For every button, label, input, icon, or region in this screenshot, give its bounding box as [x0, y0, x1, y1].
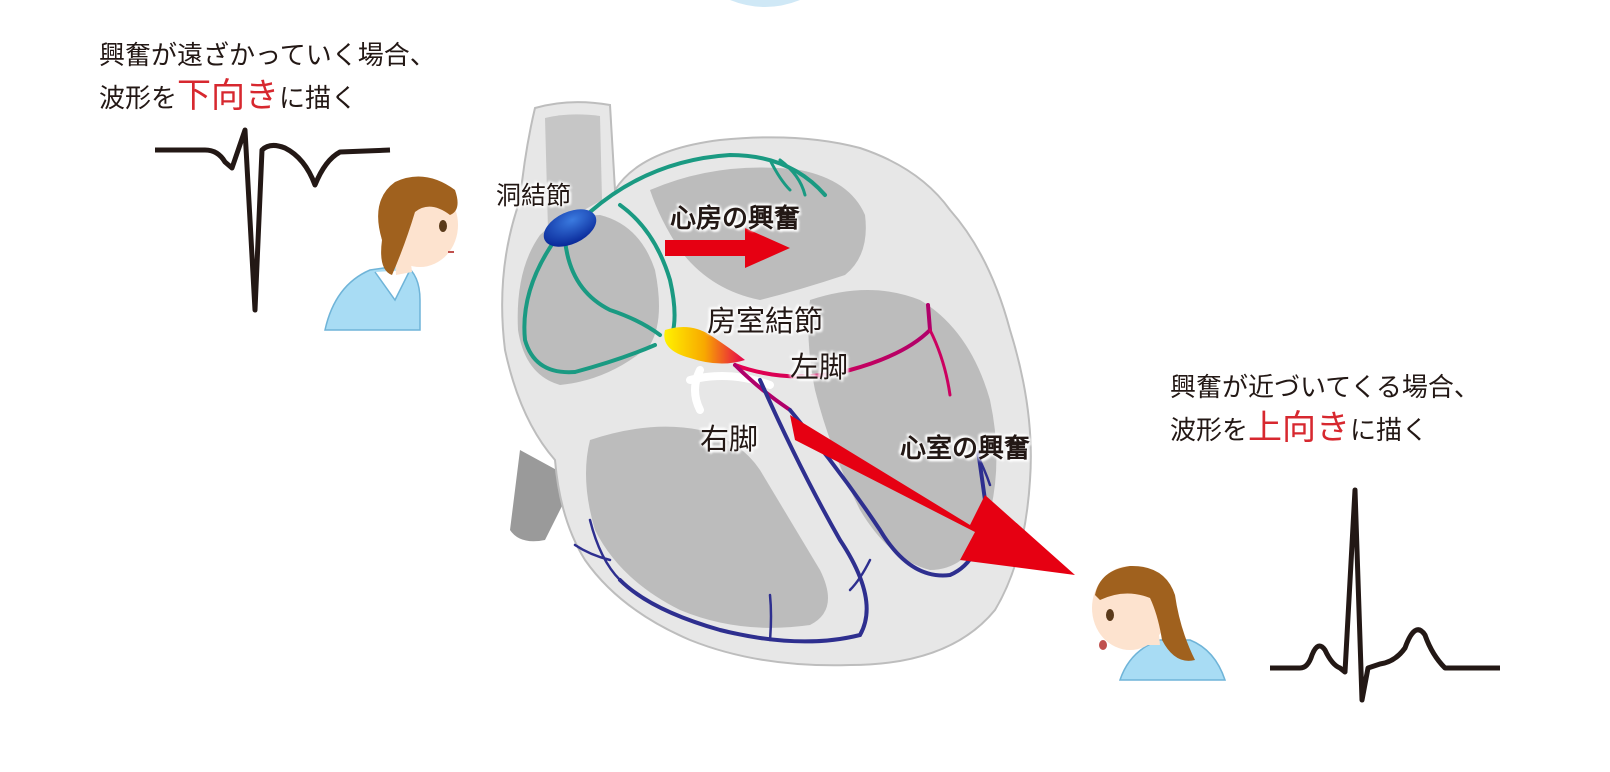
- caption-away: 興奮が遠ざかっていく場合、 波形を下向きに描く: [99, 36, 436, 119]
- caption-toward-post: に描く: [1350, 416, 1429, 446]
- label-ventricular-excitation: 心室の興奮: [900, 434, 1031, 464]
- caption-toward-line1: 興奮が近づいてくる場合、: [1170, 373, 1480, 403]
- ecg-downward-waveform: [155, 127, 391, 313]
- left-bundle-branch: [928, 328, 952, 397]
- ecg-downward-qrs: [243, 129, 257, 311]
- top-decoration: [730, 0, 800, 7]
- caption-away-line2: 波形を下向きに描く: [99, 76, 436, 119]
- person-right: [1092, 565, 1227, 681]
- person-left-eye: [439, 220, 447, 232]
- label-atrial-excitation: 心房の興奮: [670, 204, 801, 234]
- sinus-node: [543, 209, 597, 247]
- person-right-hair: [1095, 565, 1195, 661]
- atrial-branch-2: [768, 158, 792, 192]
- atrial-excitation-arrow: [665, 228, 790, 268]
- label-right-bundle: 右脚: [700, 422, 759, 456]
- label-sinus-node: 洞結節: [496, 181, 572, 210]
- left-bundle-path: [733, 303, 933, 379]
- caption-toward-highlight: 上向き: [1248, 408, 1351, 448]
- person-left: [324, 176, 458, 331]
- purkinje-1: [573, 518, 622, 582]
- caption-away-highlight: 下向き: [177, 76, 280, 116]
- person-right-mouth: [1099, 640, 1107, 650]
- heart-illustration: [501, 101, 1032, 667]
- right-atrium-chamber: [517, 215, 659, 385]
- person-right-eye: [1106, 609, 1114, 621]
- av-node: [664, 326, 745, 364]
- right-ventricle-chamber: [586, 426, 828, 628]
- person-left-hair: [378, 176, 458, 275]
- left-ventricle-chamber: [808, 290, 997, 570]
- purkinje-4: [973, 448, 992, 487]
- label-left-bundle: 左脚: [790, 350, 849, 384]
- aorta: [545, 114, 602, 230]
- ecg-upward-waveform: [1270, 487, 1500, 703]
- his-bundle: [733, 363, 792, 412]
- caption-away-post: に描く: [279, 84, 358, 114]
- caption-away-pre: 波形を: [99, 84, 178, 114]
- atrial-branch-1: [778, 158, 807, 197]
- internodal-posterior: [522, 238, 657, 375]
- person-right-shirt: [1118, 639, 1227, 681]
- purkinje-2: [768, 593, 773, 642]
- caption-away-line1: 興奮が遠ざかっていく場合、: [99, 41, 436, 71]
- ventricular-excitation-arrow: [790, 415, 1075, 575]
- right-bundle-path: [618, 378, 869, 644]
- caption-toward-line2: 波形を上向きに描く: [1170, 408, 1480, 451]
- purkinje-3: [848, 558, 872, 592]
- internodal-middle: [563, 238, 662, 337]
- caption-toward: 興奮が近づいてくる場合、 波形を上向きに描く: [1170, 368, 1480, 451]
- caption-toward-pre: 波形を: [1170, 416, 1249, 446]
- person-left-collar: [374, 269, 411, 302]
- bachmann-bundle: [588, 152, 827, 214]
- label-av-node: 房室結節: [707, 304, 824, 338]
- internodal-anterior: [618, 203, 677, 337]
